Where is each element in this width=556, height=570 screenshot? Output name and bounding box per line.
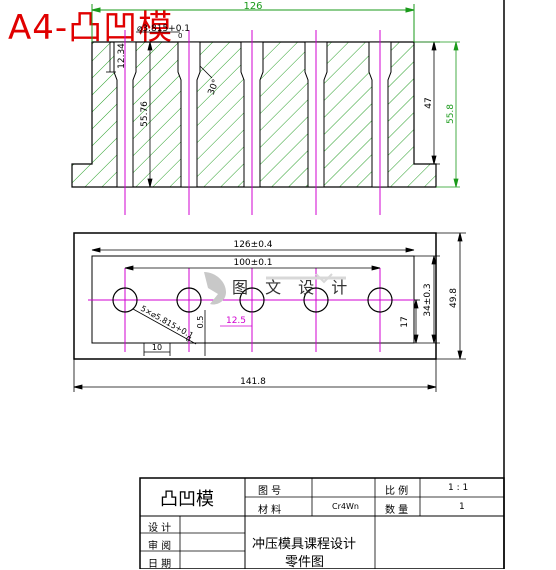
- tb-drawing-no-label: 图 号: [258, 486, 282, 497]
- sheet-title: A4-凸凹模: [8, 8, 174, 48]
- top-hole-2: [176, 287, 202, 313]
- tb-material-label: 材 料: [258, 505, 282, 516]
- tb-part-name: 凸凹模: [160, 489, 214, 510]
- tb-material-value: Cr4Wn: [332, 502, 359, 511]
- tb-scale-value: 1 : 1: [448, 483, 469, 493]
- top-outer-outline: [73, 232, 437, 360]
- top-hole-5: [367, 287, 393, 313]
- dim-top-height34-text: 34±0.3: [423, 283, 433, 316]
- dim-top-pitch-text: 12.5: [226, 316, 246, 326]
- watermark-logo-icon: [204, 272, 346, 305]
- top-hole-1: [112, 287, 138, 313]
- watermark-text: 图 文 设 计: [232, 278, 354, 297]
- dim-top-overall-width-text: 141.8: [240, 377, 266, 387]
- dim-front-hole-depth-text: 12.34: [117, 43, 127, 69]
- top-dim-pitch: [220, 312, 253, 330]
- dim-front-total-height: [414, 41, 460, 188]
- dim-front-hole-dia-text: ⌀3.815+0.1: [137, 24, 190, 34]
- tb-review-label: 审 阅: [148, 541, 172, 552]
- top-centerlines: [88, 268, 418, 352]
- title-block: [139, 477, 505, 569]
- tb-date-label: 日 期: [148, 559, 172, 570]
- dim-top-edge-text: 10: [152, 343, 162, 352]
- dim-top-pitch-total-text: 100±0.1: [233, 258, 272, 268]
- top-dim-lines: [73, 232, 466, 392]
- tb-scale-label: 比 例: [385, 486, 409, 497]
- dim-top-offset-text: 0.5: [196, 316, 205, 329]
- top-hole-4: [303, 287, 329, 313]
- dim-front-body-height-text: 47: [424, 97, 434, 108]
- top-view: 126±0.4 100±0.1 12.5 5×⌀5.815+0.1 0 0.5 …: [73, 232, 466, 392]
- tb-project-line1: 冲压模具课程设计: [252, 537, 357, 552]
- dim-top-hole-spec-text: 5×⌀5.815+0.1: [139, 304, 195, 340]
- dim-front-overall-width: [91, 4, 415, 42]
- dim-top-overall-height-text: 49.8: [449, 288, 459, 308]
- dim-front-hole-dia-tol-text: 0: [178, 32, 182, 40]
- tb-design-label: 设 计: [148, 523, 172, 534]
- dim-front-left: [106, 31, 213, 188]
- tb-project-line2: 零件图: [285, 555, 325, 570]
- dim-front-total-height-text: 55.8: [446, 104, 456, 124]
- top-holes: [112, 287, 393, 313]
- dim-top-hole-span-text: 126±0.4: [233, 240, 272, 250]
- dim-top-hole-spec-tol-text: 0: [184, 335, 192, 344]
- front-view: 126 12.34 ⌀3.815+0.1 0 30° 55.76 47 55.8: [71, 1, 460, 215]
- tb-qty-value: 1: [459, 502, 465, 512]
- dim-front-hole-length-text: 55.76: [140, 101, 150, 127]
- front-centerlines: [124, 30, 381, 215]
- dim-top-height17-text: 17: [400, 316, 410, 327]
- watermark: 图 文 设 计: [196, 268, 356, 308]
- tb-qty-label: 数 量: [385, 505, 409, 516]
- dim-front-overall-width-text: 126: [243, 1, 262, 12]
